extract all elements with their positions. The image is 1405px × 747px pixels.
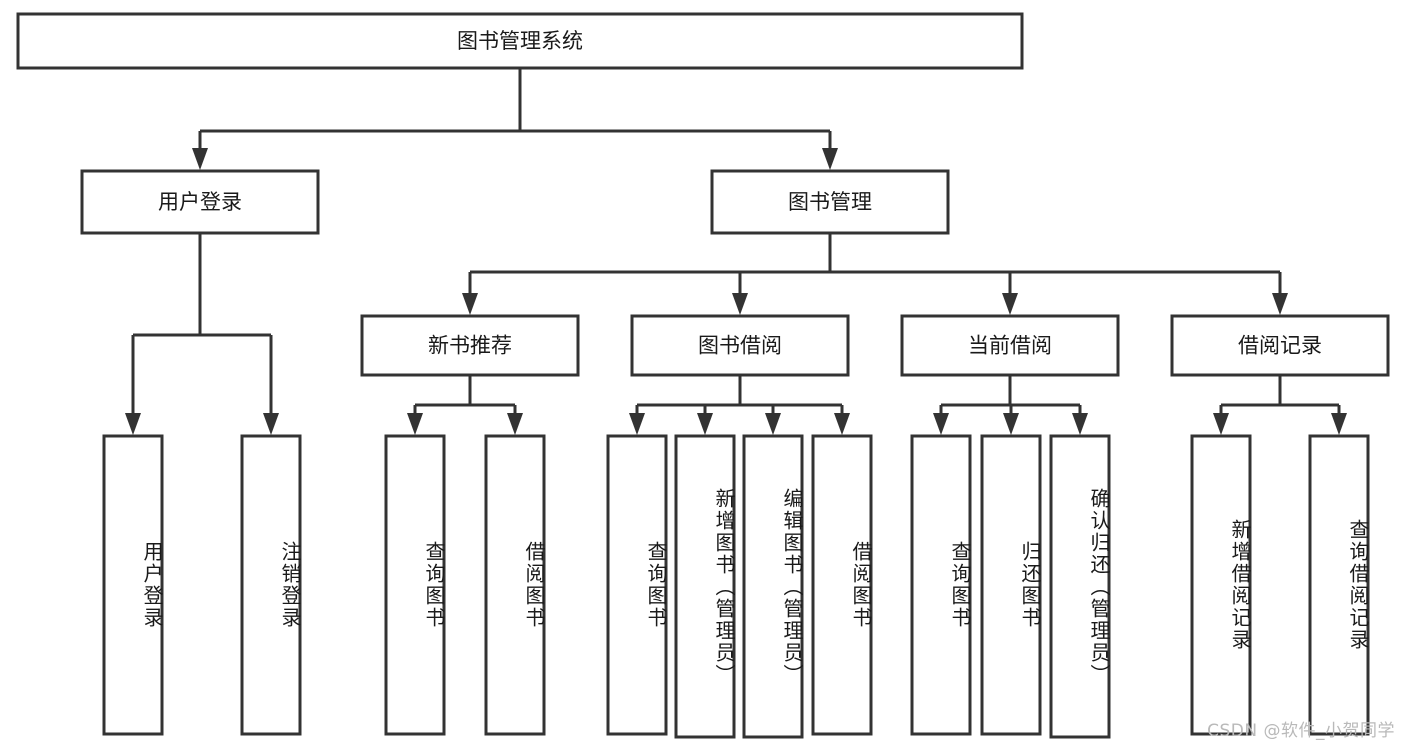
node-label-root: 图书管理系统 — [457, 29, 583, 53]
node-box-l_logout — [240, 434, 302, 736]
node-box-l_user_login — [102, 434, 164, 736]
node-box-l_rec_add — [1190, 434, 1252, 736]
node-box-l_cb_confirm — [1049, 434, 1111, 739]
node-box-n_book_mgmt — [710, 169, 950, 235]
node-box-n_record — [1170, 314, 1390, 377]
node-box-n_user_login — [80, 169, 320, 235]
node-label-n_book_mgmt: 图书管理 — [788, 190, 872, 214]
csdn-watermark: CSDN @软件_小贺同学 — [1207, 721, 1395, 741]
node-box-l_bb_add — [674, 434, 736, 739]
node-label-n_record: 借阅记录 — [1238, 334, 1322, 358]
node-box-root — [16, 12, 1024, 70]
node-box-l_bb_edit — [742, 434, 804, 739]
node-label-n_new_rec: 新书推荐 — [428, 334, 512, 358]
node-box-n_current — [900, 314, 1120, 377]
node-box-l_nr_borrow — [484, 434, 546, 736]
node-box-n_new_rec — [360, 314, 580, 377]
node-label-n_current: 当前借阅 — [968, 334, 1052, 358]
node-box-l_rec_query — [1308, 434, 1370, 736]
node-box-l_nr_query — [384, 434, 446, 736]
node-box-layer — [16, 12, 1390, 739]
node-box-n_borrow — [630, 314, 850, 377]
node-box-l_cb_query — [910, 434, 972, 736]
node-box-l_bb_query — [606, 434, 668, 736]
node-box-l_bb_borrow — [811, 434, 873, 736]
node-label-n_borrow: 图书借阅 — [698, 334, 782, 358]
connector-layer — [125, 68, 1347, 435]
node-box-l_cb_return — [980, 434, 1042, 736]
node-label-n_user_login: 用户登录 — [158, 190, 242, 214]
